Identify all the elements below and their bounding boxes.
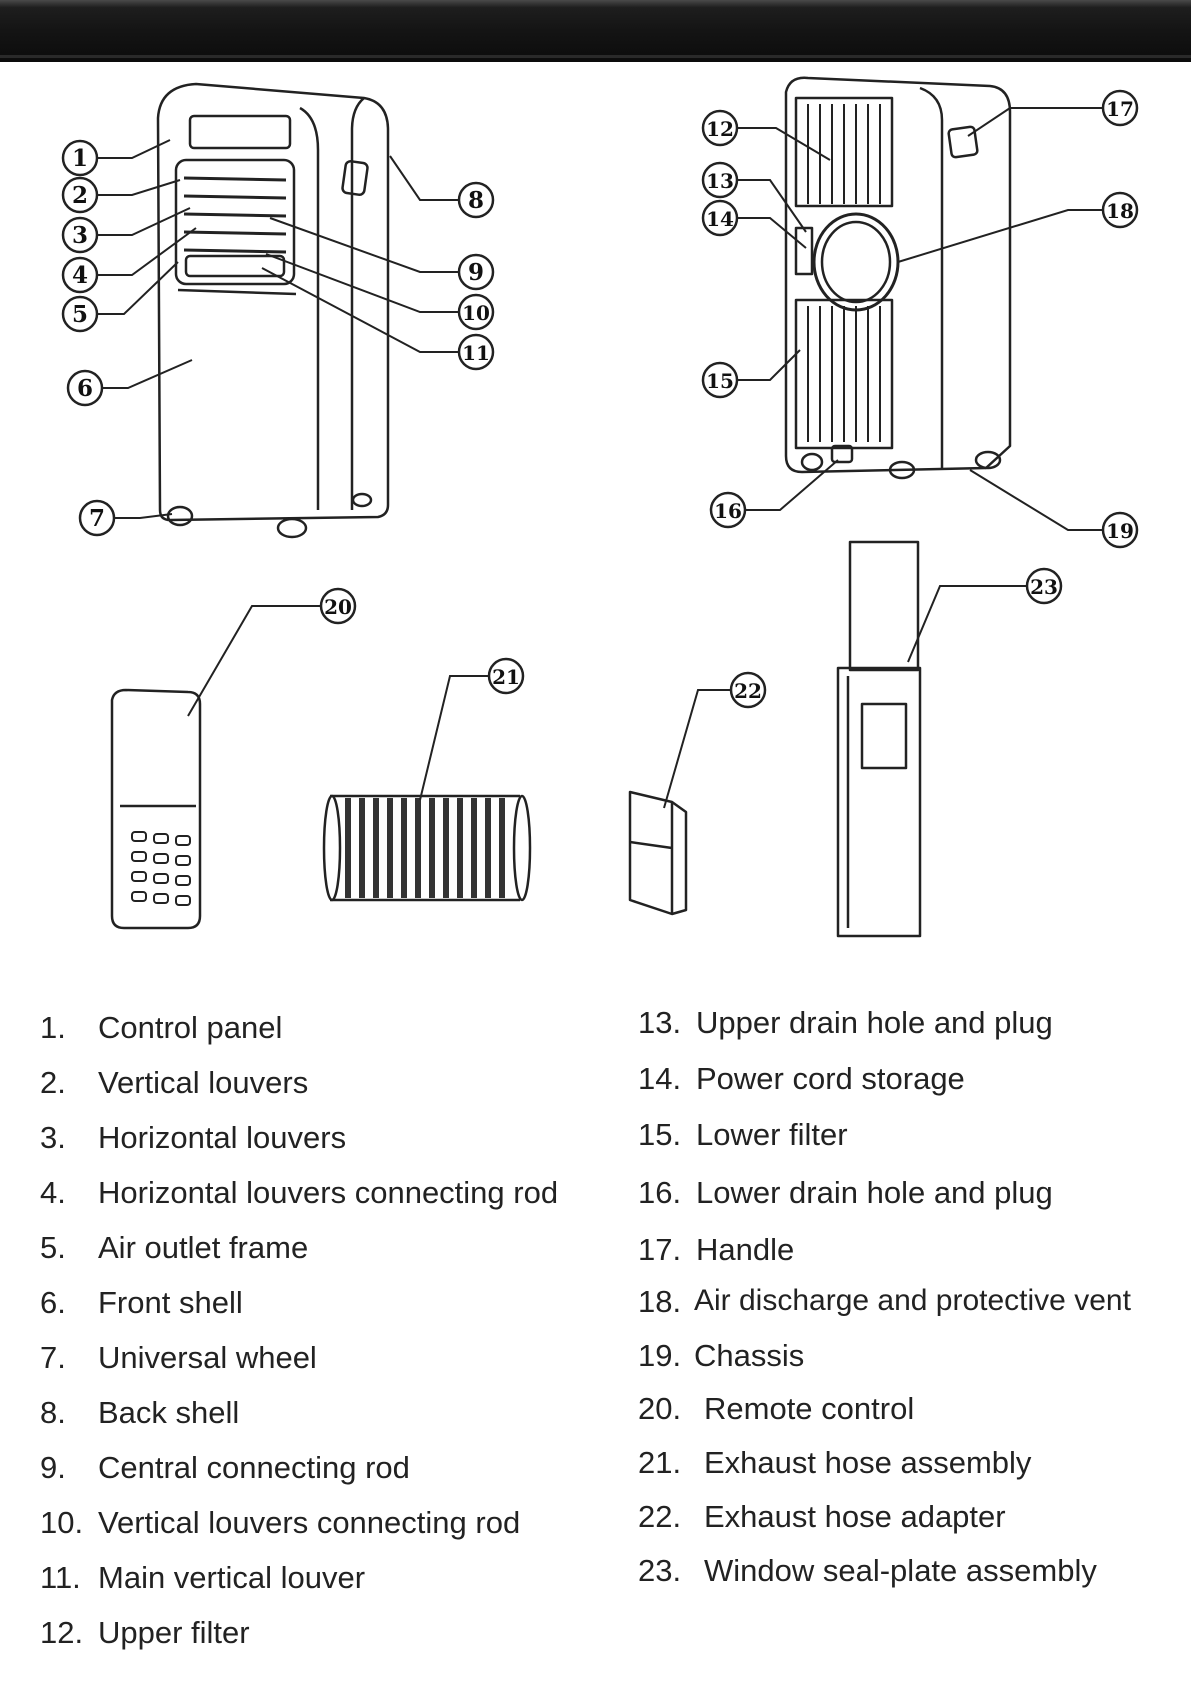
svg-text:22: 22: [734, 679, 762, 703]
back-unit-drawing: [784, 76, 1012, 480]
parts-diagram: 1 2 3 4 5 6 7 8 9 10 11 12 13 14 15 16 1…: [61, 76, 1139, 938]
callout-1: 1: [61, 139, 99, 177]
leader-lines: [97, 107, 1102, 809]
callout-7: 7: [78, 499, 116, 537]
remote-control-drawing: [110, 688, 202, 930]
svg-text:19: 19: [1106, 519, 1134, 543]
callout-9: 9: [457, 253, 495, 291]
svg-text:8: 8: [468, 187, 484, 214]
callout-3: 3: [61, 216, 99, 254]
svg-text:21: 21: [492, 665, 520, 689]
svg-text:9: 9: [468, 259, 484, 286]
callout-14: 14: [701, 199, 739, 237]
svg-text:18: 18: [1106, 199, 1134, 223]
front-unit-drawing: [156, 82, 390, 539]
svg-text:7: 7: [89, 505, 105, 532]
callout-18: 18: [1101, 191, 1139, 229]
callout-15: 15: [701, 361, 739, 399]
svg-text:23: 23: [1030, 575, 1058, 599]
svg-text:13: 13: [706, 169, 734, 193]
svg-text:14: 14: [706, 207, 734, 231]
callout-6: 6: [66, 369, 104, 407]
callout-4: 4: [61, 256, 99, 294]
callout-20: 20: [319, 587, 357, 625]
callout-12: 12: [701, 109, 739, 147]
svg-text:4: 4: [72, 262, 88, 289]
svg-text:16: 16: [714, 499, 742, 523]
callout-11: 11: [457, 333, 495, 371]
callout-23: 23: [1025, 567, 1063, 605]
svg-text:2: 2: [72, 182, 88, 209]
callouts: 1 2 3 4 5 6 7 8 9 10 11 12 13 14 15 16 1…: [61, 89, 1139, 709]
callout-2: 2: [61, 176, 99, 214]
callout-13: 13: [701, 161, 739, 199]
svg-text:12: 12: [706, 117, 734, 141]
header-bar: [0, 0, 1191, 62]
hose-adapter-drawing: [628, 790, 688, 916]
svg-text:10: 10: [462, 301, 490, 325]
callout-5: 5: [61, 295, 99, 333]
svg-text:1: 1: [72, 145, 88, 172]
svg-text:15: 15: [706, 369, 734, 393]
window-plate-drawing: [836, 540, 922, 938]
callout-10: 10: [457, 293, 495, 331]
parts-list-right: 13.Upper drain hole and plug 14.Power co…: [638, 1005, 1131, 1588]
callout-17: 17: [1101, 89, 1139, 127]
svg-text:5: 5: [72, 301, 88, 328]
parts-list-left: 1.Control panel 2.Vertical louvers 3.Hor…: [40, 1010, 559, 1650]
callout-19: 19: [1101, 511, 1139, 549]
callout-8: 8: [457, 181, 495, 219]
callout-22: 22: [729, 671, 767, 709]
exhaust-hose-drawing: [322, 794, 532, 902]
callout-16: 16: [709, 491, 747, 529]
callout-21: 21: [487, 657, 525, 695]
svg-text:3: 3: [72, 222, 88, 249]
svg-text:20: 20: [324, 595, 352, 619]
svg-text:11: 11: [462, 341, 490, 365]
svg-text:17: 17: [1106, 97, 1134, 121]
svg-text:6: 6: [77, 375, 93, 402]
